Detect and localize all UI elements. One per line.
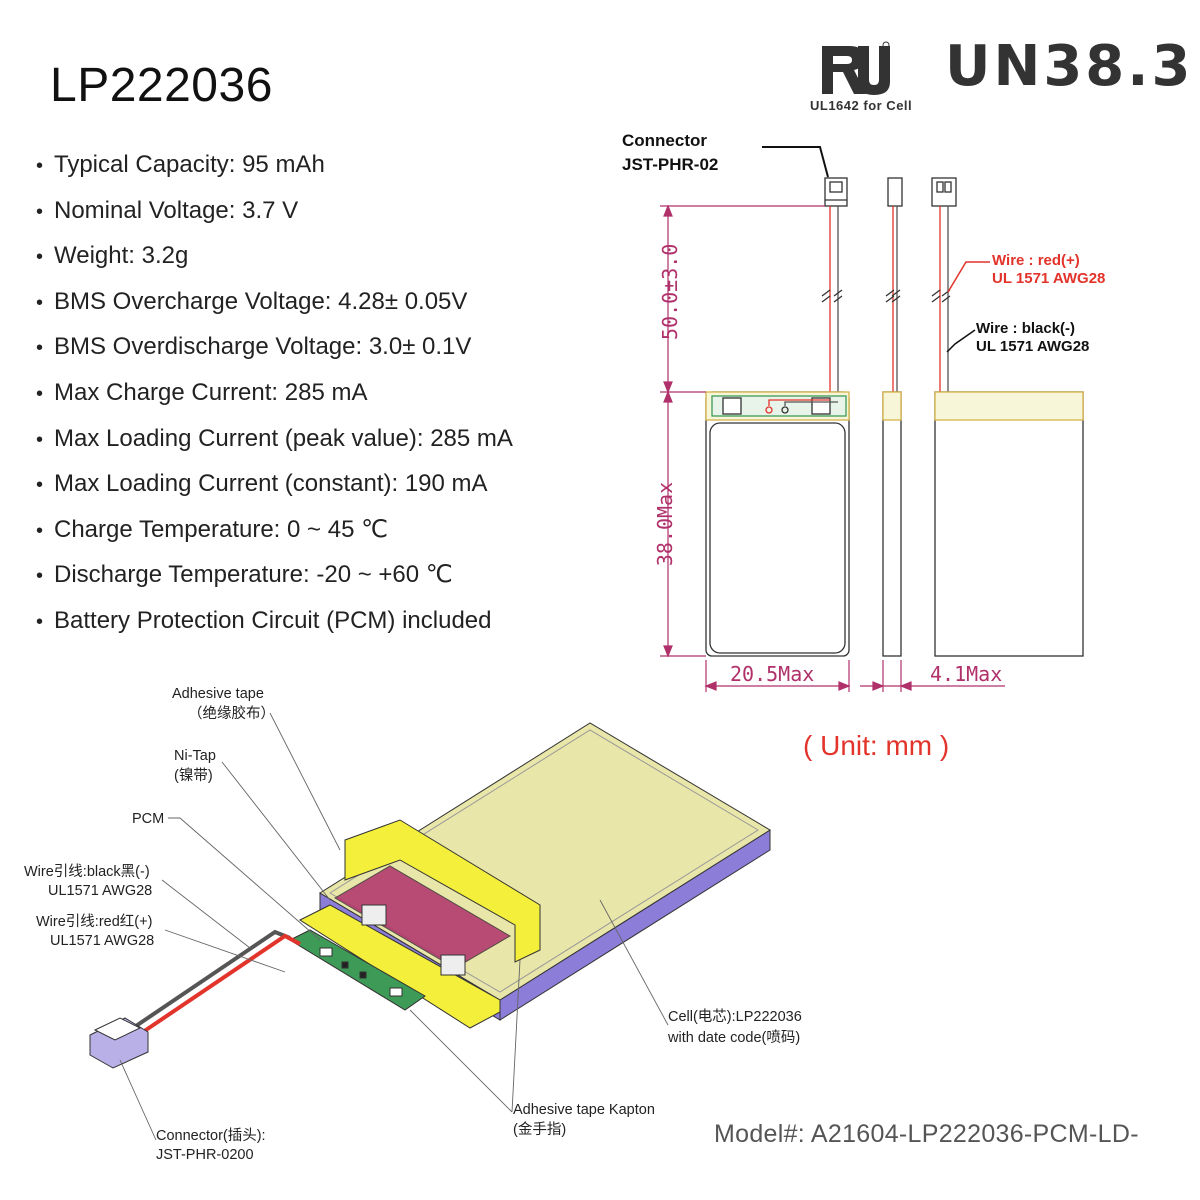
- label-connector: Connector(插头):: [156, 1128, 266, 1144]
- spec-item: Max Loading Current (constant): 190 mA: [36, 461, 513, 507]
- dim-wire-length: 50.0±3.0: [658, 243, 682, 340]
- dimension-lines: [660, 204, 1005, 692]
- un383-mark: UN38.3: [945, 34, 1194, 99]
- front-view-drawing: [705, 177, 850, 657]
- wire-red-label: Wire : red(+): [992, 252, 1080, 269]
- unit-note: ( Unit: mm ): [803, 730, 950, 761]
- label-cell-datecode: with date code(喷码): [668, 1030, 801, 1046]
- label-wire-red: Wire引线:red红(+): [36, 914, 153, 930]
- label-adhesive-tape: Adhesive tape: [172, 686, 264, 702]
- label-wire-black-spec: UL1571 AWG28: [48, 883, 153, 899]
- ul-recognized-logo: [822, 41, 890, 95]
- spec-item: Typical Capacity: 95 mAh: [36, 142, 513, 188]
- product-title: LP222036: [50, 59, 273, 112]
- spec-item: Max Loading Current (peak value): 285 mA: [36, 416, 513, 462]
- back-view-drawing: [931, 177, 1084, 657]
- label-wire-black: Wire引线:black黑(-): [24, 864, 150, 880]
- spec-item: BMS Overdischarge Voltage: 3.0± 0.1V: [36, 324, 513, 370]
- spec-item: Weight: 3.2g: [36, 233, 513, 279]
- wire-red-spec: UL 1571 AWG28: [992, 270, 1106, 287]
- label-adhesive-tape-cn: （绝缘胶布）: [188, 706, 275, 722]
- connector-label: Connector: [622, 131, 707, 150]
- spec-item: Battery Protection Circuit (PCM) include…: [36, 598, 513, 644]
- dim-thickness: 4.1Max: [930, 662, 1003, 686]
- drawing-leaders: [762, 146, 990, 353]
- wire-black-spec: UL 1571 AWG28: [976, 338, 1090, 355]
- ul-caption: UL1642 for Cell: [810, 98, 913, 113]
- spec-item: BMS Overcharge Voltage: 4.28± 0.05V: [36, 279, 513, 325]
- wire-black-label: Wire : black(-): [976, 320, 1076, 337]
- label-kapton-cn: (金手指): [513, 1122, 567, 1138]
- spec-item: Discharge Temperature: -20 ~ +60 ℃: [36, 552, 513, 598]
- label-connector-model: JST-PHR-0200: [156, 1147, 254, 1163]
- label-kapton: Adhesive tape Kapton: [513, 1102, 655, 1118]
- spec-item: Max Charge Current: 285 mA: [36, 370, 513, 416]
- spec-item: Nominal Voltage: 3.7 V: [36, 188, 513, 234]
- spec-list: Typical Capacity: 95 mAh Nominal Voltage…: [36, 142, 513, 644]
- side-view-drawing: [882, 177, 903, 657]
- model-number: Model#: A21604-LP222036-PCM-LD-: [714, 1120, 1139, 1148]
- dim-width: 20.5Max: [730, 662, 815, 686]
- label-pcm: PCM: [132, 811, 165, 827]
- dim-height: 38.0Max: [653, 481, 677, 567]
- label-ni-tap-cn: (镍带): [174, 768, 213, 784]
- label-cell: Cell(电芯):LP222036: [668, 1009, 802, 1025]
- connector-model: JST-PHR-02: [622, 155, 719, 174]
- label-ni-tap: Ni-Tap: [174, 748, 216, 764]
- label-wire-red-spec: UL1571 AWG28: [50, 933, 155, 949]
- spec-item: Charge Temperature: 0 ~ 45 ℃: [36, 507, 513, 553]
